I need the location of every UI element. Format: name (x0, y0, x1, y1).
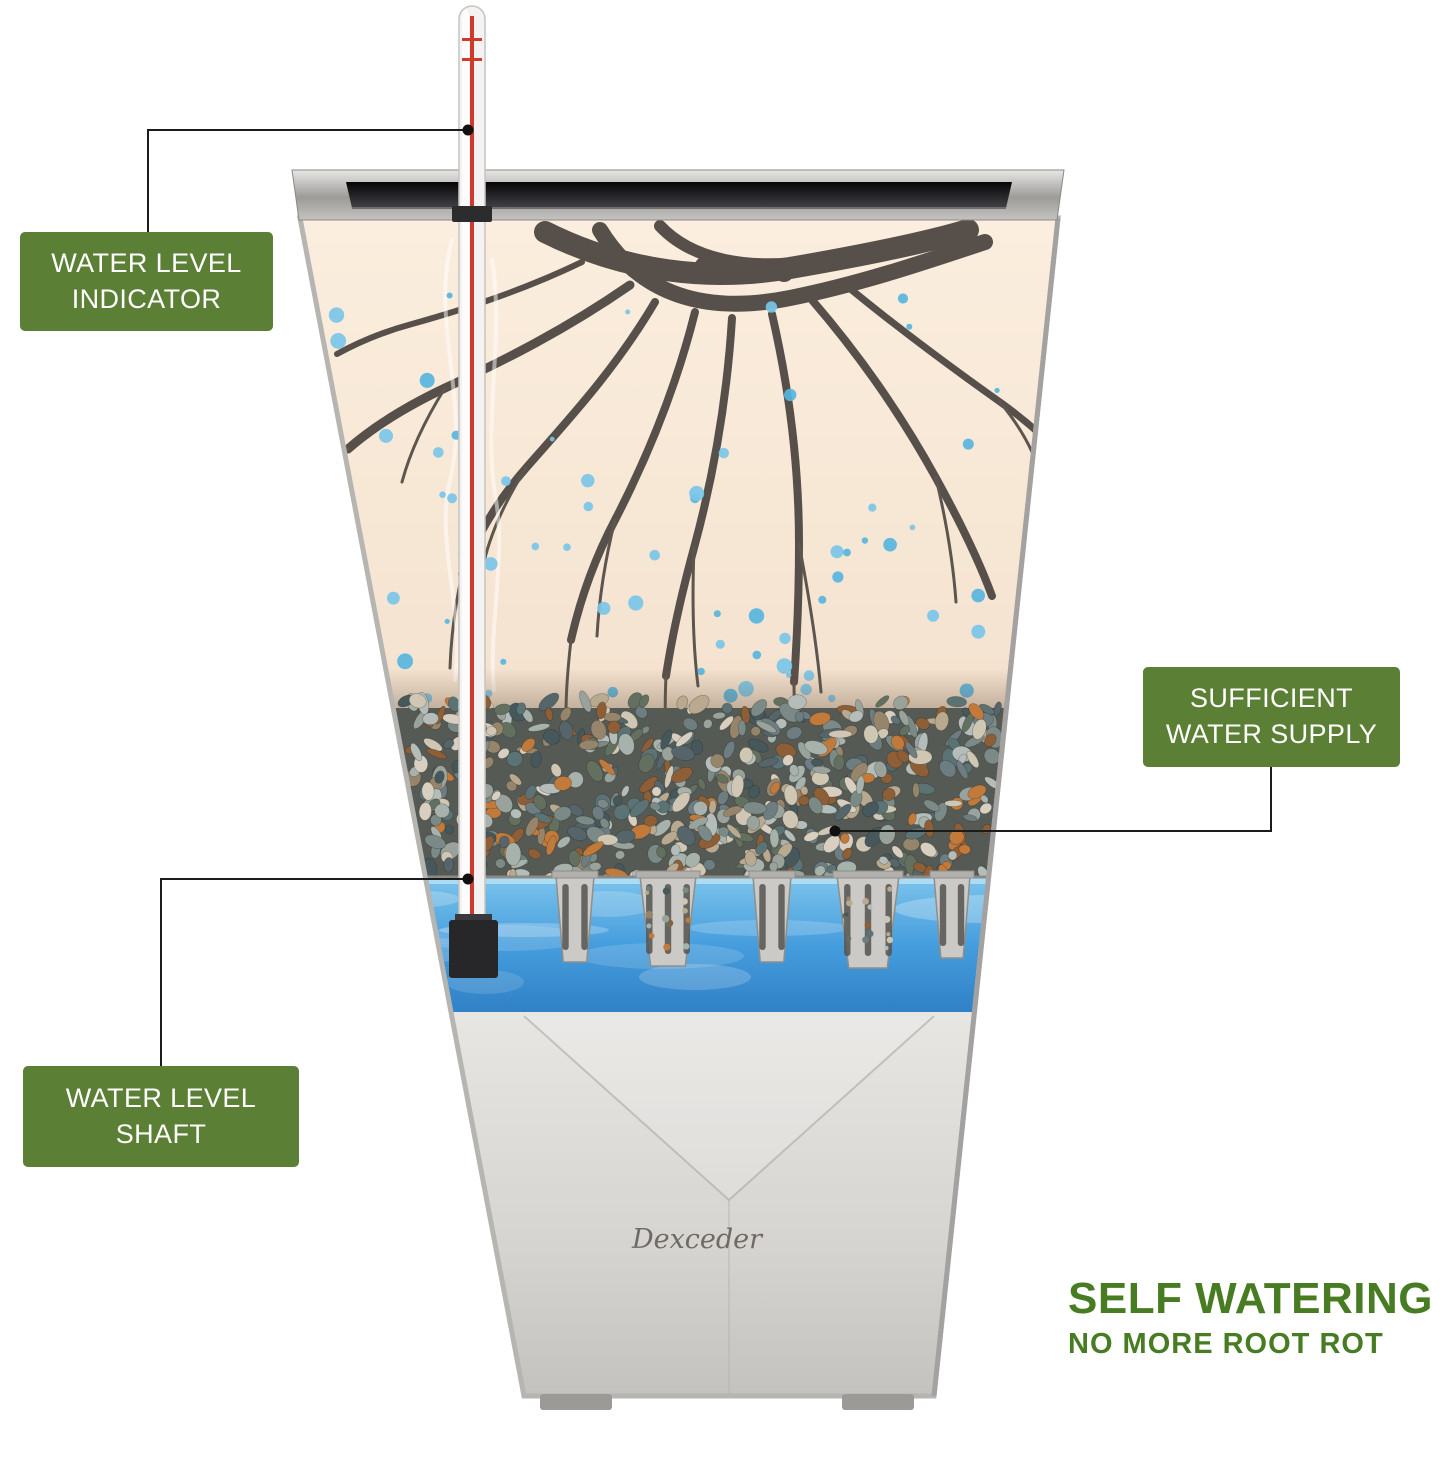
callout-water-level-shaft: WATER LEVEL SHAFT (23, 1066, 299, 1167)
connector-indicator (147, 129, 468, 232)
callout-water-level-indicator: WATER LEVEL INDICATOR (20, 232, 273, 331)
callout-text: SHAFT (115, 1118, 207, 1149)
pot-facet (524, 1016, 934, 1200)
headline-line2: NO MORE ROOT ROT (1068, 1328, 1384, 1360)
water-level-indicator-tube (452, 5, 492, 933)
indicator-tick-max (462, 38, 482, 41)
headline-self-watering: SELF WATERING NO MORE ROOT ROT (1068, 1274, 1433, 1361)
tube-collar (452, 206, 492, 222)
pot-feet (540, 1394, 914, 1410)
headline-line1: SELF WATERING (1068, 1274, 1434, 1323)
callout-text: INDICATOR (71, 283, 222, 314)
connector-shaft (160, 878, 468, 1066)
indicator-red-line (470, 16, 474, 922)
connector-dot-supply (829, 825, 841, 837)
callout-text: WATER SUPPLY (1165, 719, 1378, 749)
connector-supply (835, 767, 1272, 832)
planter-front-face: Dexceder (300, 218, 1058, 1396)
indicator-tick-min (462, 58, 482, 61)
brand-logo: Dexceder (631, 1224, 764, 1255)
connector-dot-indicator (462, 124, 474, 136)
pot-edge-right (931, 217, 1061, 1397)
callout-text: SUFFICIENT (1190, 683, 1353, 714)
callout-text: WATER LEVEL (51, 247, 242, 278)
water-level-shaft-base (449, 914, 498, 978)
connector-dot-shaft (462, 873, 474, 885)
callout-connectors (147, 124, 1272, 1066)
planter-rim (291, 169, 1065, 221)
pot-facet-lines (523, 1015, 935, 1202)
callout-sufficient-water-supply: SUFFICIENT WATER SUPPLY (1143, 667, 1400, 767)
callout-text: WATER LEVEL (65, 1082, 257, 1113)
wick-baskets (346, 870, 975, 969)
